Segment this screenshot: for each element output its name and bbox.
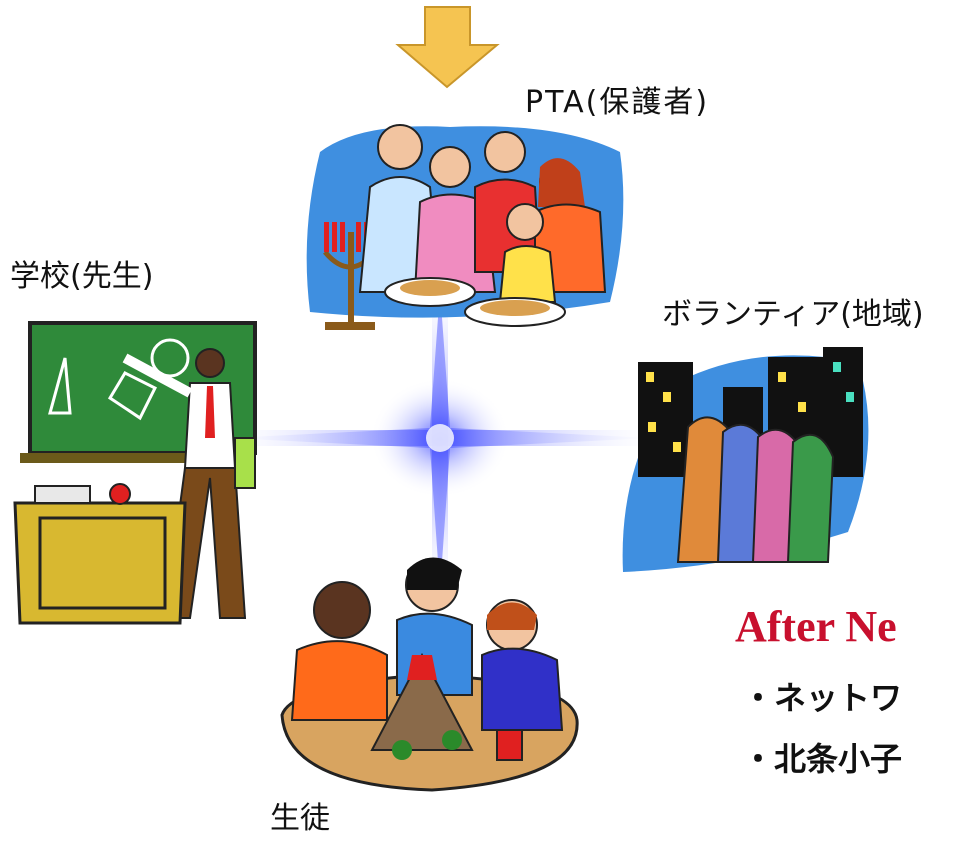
teacher-clipart (13, 321, 257, 625)
student-label: 生徒 (270, 801, 330, 836)
pta-label: PTA(保護者) (525, 85, 710, 120)
students-volcano-clipart (280, 557, 579, 792)
city-people-clipart (622, 347, 869, 572)
bullet-item: ・ネットワ (742, 679, 903, 717)
bullet-item: ・北条小子 (742, 740, 903, 778)
after-title: After Ne (735, 602, 897, 651)
family-clipart (306, 124, 624, 330)
school-label: 学校(先生) (10, 259, 154, 294)
center-star-icon (230, 290, 650, 590)
down-arrow-icon (395, 6, 500, 89)
volunteer-label: ボランティア(地域) (662, 297, 924, 332)
